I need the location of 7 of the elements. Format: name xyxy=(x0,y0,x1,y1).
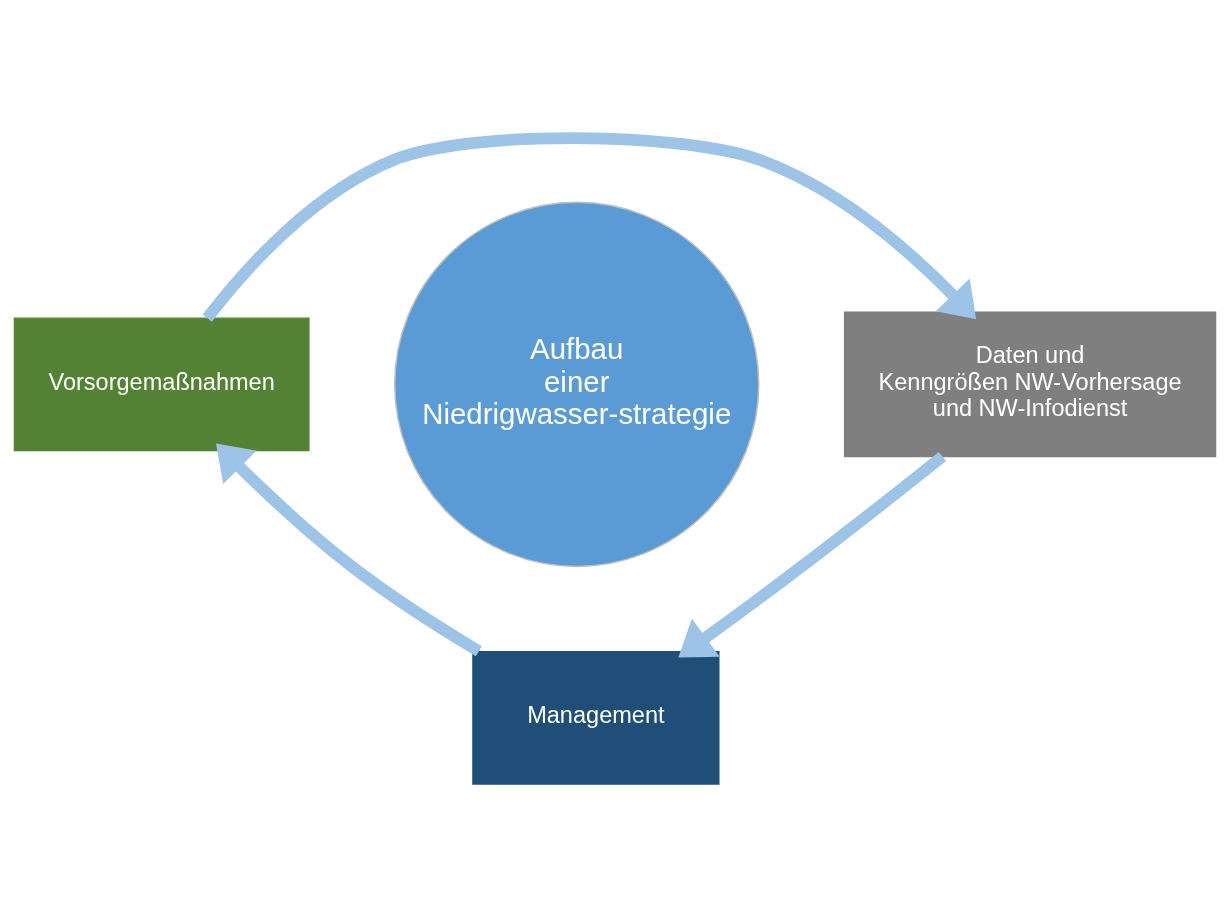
node-box: Daten und Kenngrößen NW-Vorhersage und NW-Infodienst xyxy=(843,311,1217,458)
arrow xyxy=(678,451,947,658)
arrow xyxy=(216,443,482,657)
arrow xyxy=(202,132,977,322)
node-box: Vorsorgemaßnahmen xyxy=(13,317,310,452)
node-box: Management xyxy=(472,650,720,785)
node-circle: Aufbau einer Niedrigwasser-strategie xyxy=(393,201,760,568)
